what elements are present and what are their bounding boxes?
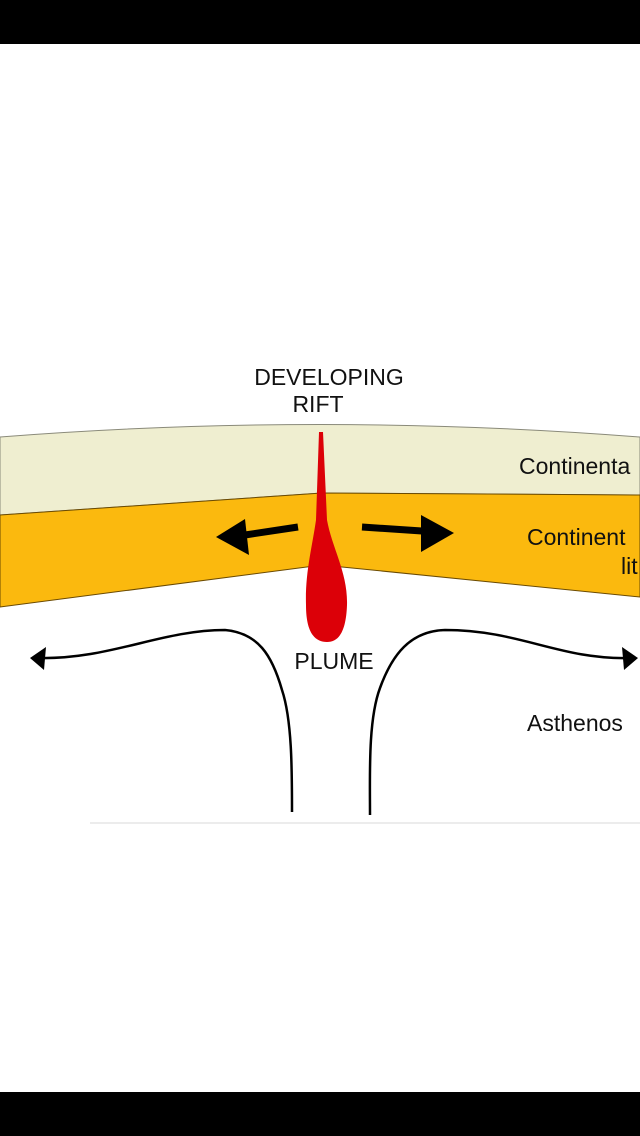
asthenosphere-label: Asthenos xyxy=(527,710,623,736)
extension-arrow-right-head xyxy=(421,515,454,552)
flow-arrowhead-left xyxy=(30,647,46,670)
plume-label: PLUME xyxy=(294,648,373,674)
plume-shape xyxy=(305,432,348,642)
lithosphere-label-line1: Continent xyxy=(527,524,626,550)
lithosphere-label-line2: lit xyxy=(621,553,638,579)
rift-label-line1: DEVELOPING xyxy=(254,364,404,390)
status-bar-top xyxy=(0,0,640,44)
extension-arrow-left-head xyxy=(216,519,249,555)
rift-label-line2: RIFT xyxy=(292,391,343,417)
extension-arrow-left-shaft xyxy=(244,523,299,539)
crust-label: Continenta xyxy=(519,453,630,479)
status-bar-bottom xyxy=(0,1092,640,1136)
flow-line-right xyxy=(368,628,631,816)
extension-arrow-right-shaft xyxy=(361,523,423,535)
flow-arrowhead-right xyxy=(622,647,638,670)
flow-line-left xyxy=(35,628,294,813)
